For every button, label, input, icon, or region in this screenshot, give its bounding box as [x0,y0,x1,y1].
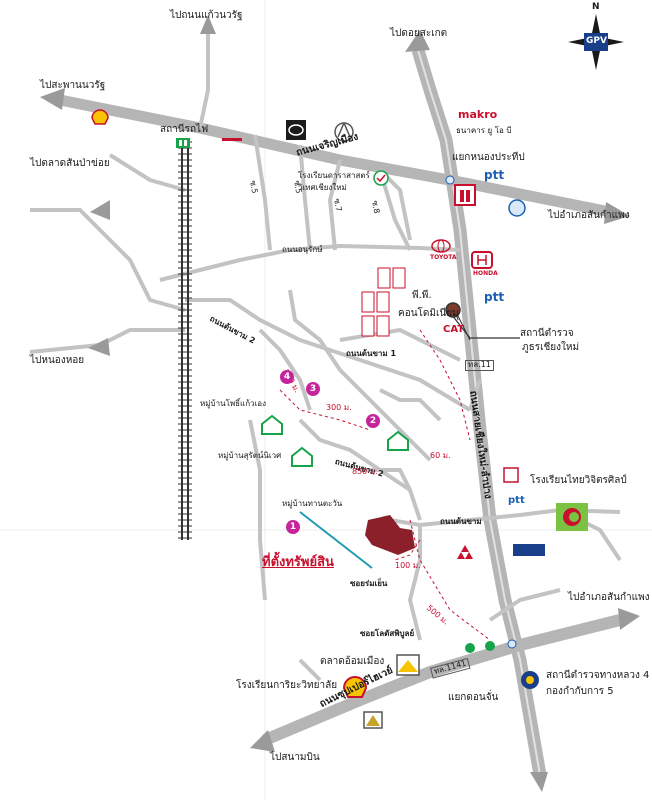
label-to-nong-hoi: ไปหนองหอย [30,355,85,366]
blue-seal-icon [508,199,526,217]
school-icon [503,467,519,483]
label-to-kaeo-nawarat: ไปถนนแก้วนวรัฐ [170,10,243,21]
label-highway-police-2: กองกำกับการ 5 [546,686,614,697]
label-condo-2: คอนโดมิเนียม [398,308,459,319]
arrow-south-highway [530,772,548,792]
condo-buildings [361,267,406,337]
honda-logo-icon [471,251,493,269]
label-market: ตลาดอ้อมเมือง [320,656,385,667]
mitsubishi-logo-icon [457,545,473,559]
ptt-logo-3: ptt [508,495,525,506]
label-school-3: โรงเรียนการิยะวิทยาลัย [236,680,338,691]
market-icon [396,654,420,676]
toyota-label: TOYOTA [430,254,457,261]
marker-3: 3 [306,382,320,396]
train-station-icon [176,138,190,148]
label-to-san-kamphaeng-1: ไปอำเภอสันกำแพง [548,210,630,221]
marker-2: 2 [366,414,380,428]
ptt-logo-2: ptt [484,290,505,304]
label-dist-60: 60 ม. [430,451,451,460]
bmw-logo-icon [334,122,354,142]
label-school-1b: วิเทศเชียงใหม่ [298,183,347,192]
label-property-site: ที่ตั้งทรัพย์สิน [262,555,334,570]
label-village-3: หมู่บ้านทานตะวัน [282,499,343,508]
label-dist-100b: 100 ม. [395,561,421,570]
toyota-logo-icon [431,239,451,253]
marker-1: 1 [286,520,300,534]
cat-logo: CAT [443,324,465,335]
road-superhighway [262,614,622,746]
compass-brand: GPV [586,36,607,46]
label-train-station: สถานีรถไฟ [160,124,209,135]
label-lane-8: ซ.8 [370,199,382,215]
shell-logo-icon [91,109,109,125]
ptt-logo-1: ptt [484,168,505,182]
label-hw11: ทล.11 [465,360,494,371]
school-3-icon [363,711,383,729]
arrow-ne-super [618,608,640,630]
label-highway-police: สถานีตำรวจทางหลวง 4 [546,670,650,681]
label-to-airport: ไปสนามบิน [270,752,320,763]
arrow-sw-super [250,730,275,752]
shell-logo-icon-2 [342,676,368,698]
red-building-icon [454,184,476,206]
label-dist-300: 300 ม. [326,403,352,412]
mazda-logo-icon [286,120,306,140]
label-village-2: หมู่บ้านสุรัตน์นิเวศ [218,451,282,460]
highway-chiangmai-lampang [411,48,547,777]
police-badge-icon [445,302,461,318]
label-village-1: หมู่บ้านโพธิ์แก้วเอง [200,399,266,408]
arrow-san-pa-khoi [90,200,110,220]
arrow-nong-hoi [88,338,110,356]
compass-icon [568,14,624,70]
road-charoen-muang [58,94,612,218]
label-to-doi-saket: ไปดอยสะเกต [390,28,448,39]
railway-track [178,140,192,540]
junction-marker-icon [445,175,517,649]
label-lane-7: ซ.7 [332,197,344,213]
label-ton-kham-rd: ถนนต้นขาม [440,517,482,526]
kasikorn-logo-icon [373,170,389,186]
label-lane-5a: ซ.5 [248,179,260,195]
label-soi-lot-phibun: ซอยโลตัสพิบูลย์ [360,629,415,638]
honda-label: HONDA [473,270,498,277]
label-to-san-kamphaeng-2: ไปอำเภอสันกำแพง [568,592,650,603]
makro-logo: makro [458,108,498,121]
highway-police-badge-icon [521,671,539,689]
route-dotted [279,329,491,641]
label-police-station: สถานีตำรวจ [520,328,574,339]
bigc-logo-icon [556,503,588,531]
label-don-chan: แยกดอนจั่น [448,692,499,703]
blue-banner-icon [513,544,545,556]
arrow-west-charoen [40,88,65,110]
arrow-east-charoen [604,202,630,224]
label-to-nawarat-bridge: ไปสะพานนวรัฐ [40,80,106,91]
label-school-2: โรงเรียนไทยวิจิตรศิลป์ [530,475,627,486]
label-uob-bank: ธนาคาร ยู โอ บี [456,126,512,135]
compass-north: N [592,2,600,12]
label-thung-hotel-rd: ถนนอนุรักษ์ [282,245,323,254]
village-house-icons [261,414,409,467]
label-soi-ton-kham: ซอยร่มเย็น [350,579,388,588]
bank-icon [222,138,242,141]
label-school-1: โรงเรียนดาราสาสตร์ [298,171,370,180]
arrow-north-highway [405,30,430,52]
label-dist-850: 850 ม. [352,467,378,476]
label-to-san-pa-khoi: ไปตลาดสันป่าข่อย [30,158,110,169]
label-ton-kham-rd-1: ถนนต้นขาม 1 [346,349,397,358]
pointer-line [299,511,373,569]
marker-4: 4 [280,370,294,384]
traffic-light-icon [465,641,495,653]
label-nong-pratip: แยกหนองประทีป [452,152,525,163]
arrow-kaeo-nawarat [200,15,216,34]
property-site-shape [365,515,415,555]
label-condo-1: พี.พี. [412,290,432,301]
label-police-station-2: ภูธรเชียงใหม่ [522,342,580,353]
